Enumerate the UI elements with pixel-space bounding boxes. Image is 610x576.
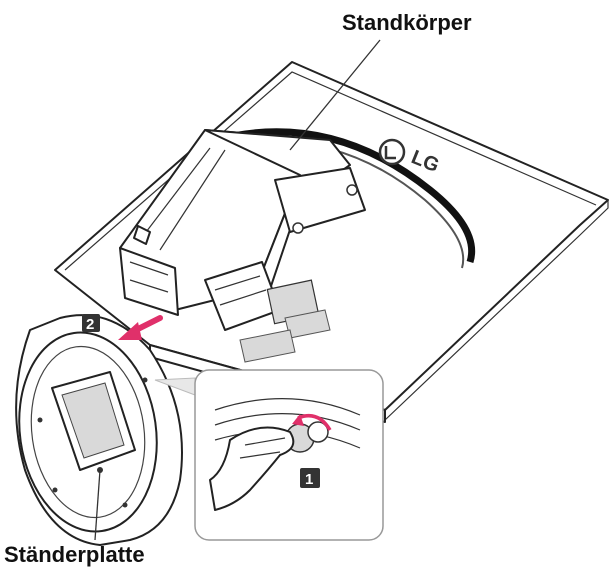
step-2-badge: 2 xyxy=(82,314,100,333)
leader-line-stand-base xyxy=(94,469,101,541)
step-1-number: 1 xyxy=(305,471,313,488)
step-1-badge: 1 xyxy=(300,468,320,488)
leader-line-stand-body xyxy=(289,39,381,151)
detail-inset xyxy=(154,369,384,541)
stand-base-plate xyxy=(15,314,183,546)
stand-body xyxy=(119,129,366,331)
pull-arrow-icon xyxy=(118,315,163,340)
stand-base-label: Ständerplatte xyxy=(4,542,145,567)
step-2-number: 2 xyxy=(86,316,94,333)
stand-body-label: Standkörper xyxy=(342,10,472,35)
